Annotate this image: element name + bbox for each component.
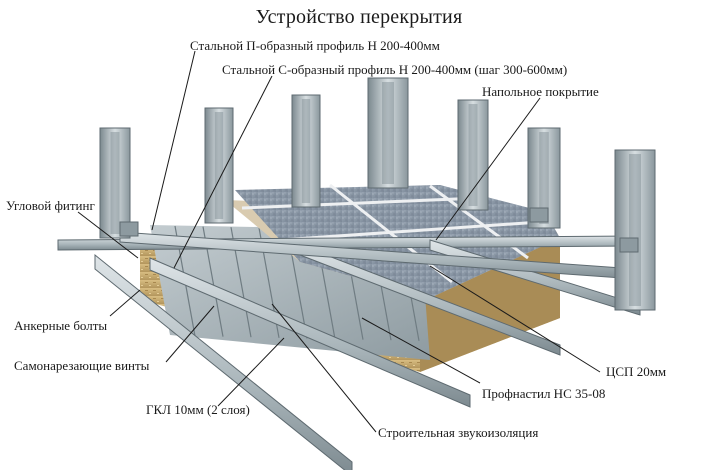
steel-post xyxy=(291,94,321,208)
label-anchor-bolts: Анкерные болты xyxy=(14,318,108,333)
steel-post xyxy=(99,127,131,239)
diagram-title: Устройство перекрытия xyxy=(255,6,463,28)
steel-beam xyxy=(94,253,353,470)
label-c-profile: Стальной С-образный профиль Н 200-400мм … xyxy=(222,62,568,77)
corner-fittings xyxy=(119,207,639,253)
label-corner-fitting: Угловой фитинг xyxy=(6,198,95,213)
label-gkl: ГКЛ 10мм (2 слоя) xyxy=(146,402,250,417)
steel-post xyxy=(614,149,656,311)
leader-lines xyxy=(77,50,601,433)
steel-post xyxy=(204,107,234,224)
steel-post xyxy=(367,77,409,189)
label-profnastil: Профнастил НС 35-08 xyxy=(482,386,606,401)
steel-posts xyxy=(99,77,656,311)
label-self-tapping-screws: Самонарезающие винты xyxy=(14,358,150,373)
label-floor-covering: Напольное покрытие xyxy=(482,84,599,99)
steel-post xyxy=(457,99,489,211)
steel-beam xyxy=(149,257,471,408)
label-sound-insulation: Строительная звукоизоляция xyxy=(378,425,539,440)
label-p-profile: Стальной П-образный профиль Н 200-400мм xyxy=(190,38,440,53)
steel-beams xyxy=(57,231,651,470)
label-tsp: ЦСП 20мм xyxy=(606,364,667,379)
